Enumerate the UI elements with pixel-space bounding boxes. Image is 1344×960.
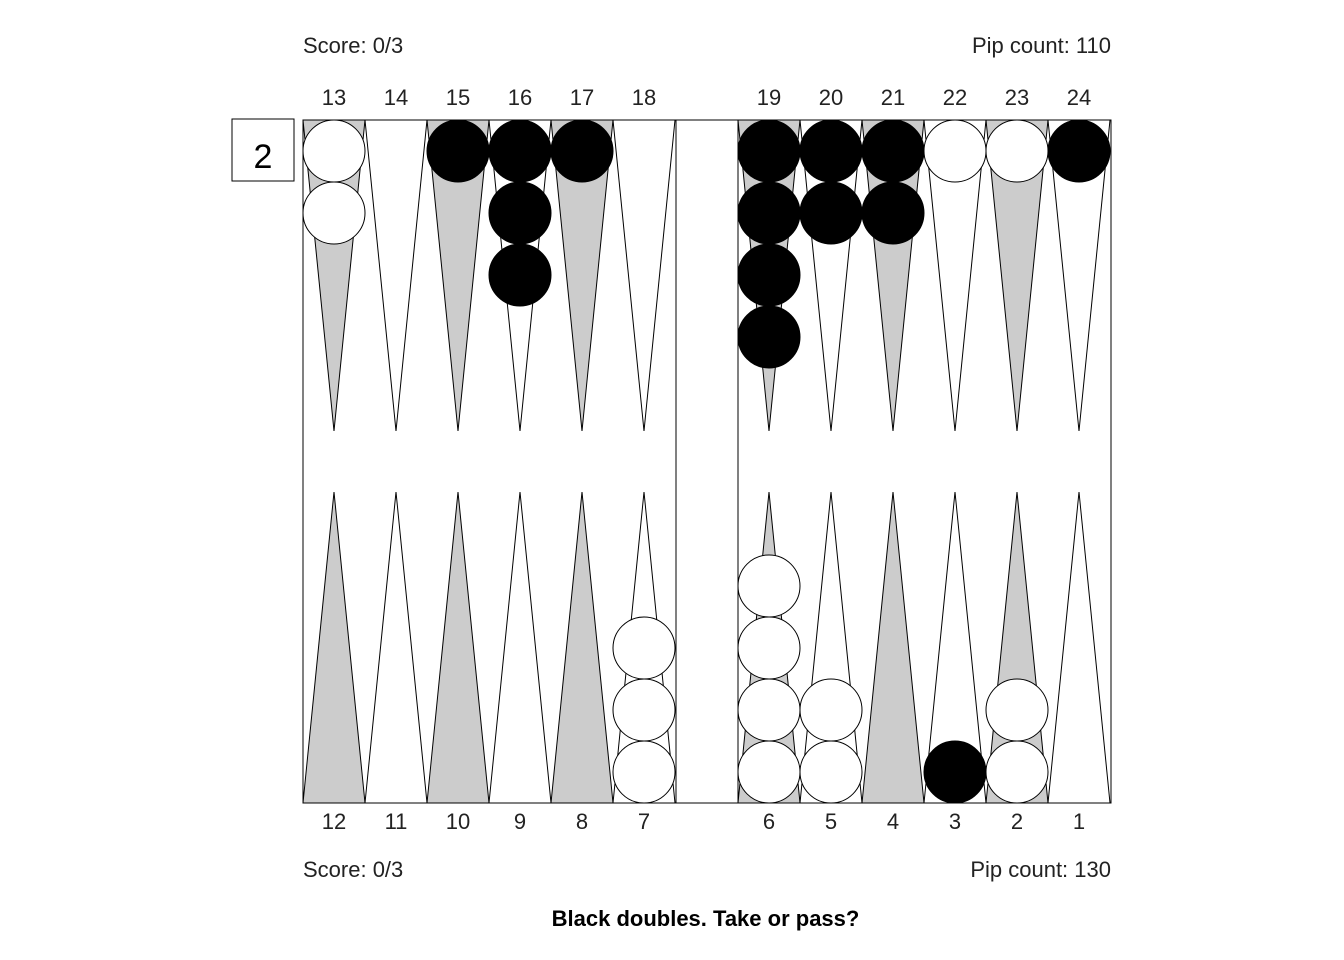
white-checker[interactable]	[799, 740, 863, 804]
black-checker[interactable]	[488, 119, 552, 183]
bottom-score: Score: 0/3	[303, 857, 404, 882]
black-checker[interactable]	[550, 119, 614, 183]
bar[interactable]	[675, 119, 739, 804]
white-checker[interactable]	[612, 740, 676, 804]
white-checker[interactable]	[737, 616, 801, 680]
point-14[interactable]	[364, 119, 428, 432]
point-number-9: 9	[514, 809, 526, 834]
point-number-16: 16	[508, 85, 532, 110]
white-checker[interactable]	[302, 119, 366, 183]
point-12[interactable]	[302, 491, 366, 804]
point-number-3: 3	[949, 809, 961, 834]
point-number-19: 19	[757, 85, 781, 110]
point-number-7: 7	[638, 809, 650, 834]
point-4[interactable]	[861, 491, 925, 804]
point-10[interactable]	[426, 491, 490, 804]
point-number-10: 10	[446, 809, 470, 834]
doubling-cube-box[interactable]	[231, 118, 295, 182]
white-checker[interactable]	[737, 554, 801, 618]
point-number-18: 18	[632, 85, 656, 110]
point-number-5: 5	[825, 809, 837, 834]
white-checker[interactable]	[737, 678, 801, 742]
black-checker[interactable]	[737, 181, 801, 245]
white-checker[interactable]	[799, 678, 863, 742]
point-number-24: 24	[1067, 85, 1091, 110]
question-text: Black doubles. Take or pass?	[551, 906, 860, 931]
point-number-6: 6	[763, 809, 775, 834]
point-8[interactable]	[550, 491, 614, 804]
point-number-20: 20	[819, 85, 843, 110]
point-1[interactable]	[1047, 491, 1111, 804]
black-checker[interactable]	[1047, 119, 1111, 183]
point-number-4: 4	[887, 809, 899, 834]
point-number-11: 11	[385, 809, 408, 834]
white-checker[interactable]	[923, 119, 987, 183]
white-checker[interactable]	[985, 119, 1049, 183]
black-checker[interactable]	[737, 305, 801, 369]
white-checker[interactable]	[737, 740, 801, 804]
white-checker[interactable]	[985, 740, 1049, 804]
point-number-13: 13	[322, 85, 346, 110]
point-number-22: 22	[943, 85, 967, 110]
black-checker[interactable]	[861, 181, 925, 245]
top-pip-count: Pip count: 110	[971, 33, 1111, 58]
point-number-15: 15	[446, 85, 470, 110]
point-number-17: 17	[570, 85, 594, 110]
white-checker[interactable]	[302, 181, 366, 245]
point-number-1: 1	[1073, 809, 1085, 834]
point-18[interactable]	[612, 119, 676, 432]
black-checker[interactable]	[799, 119, 863, 183]
black-checker[interactable]	[861, 119, 925, 183]
top-score: Score: 0/3	[303, 33, 404, 58]
point-number-2: 2	[1011, 809, 1023, 834]
doubling-cube[interactable]: 2	[231, 118, 295, 182]
white-checker[interactable]	[985, 678, 1049, 742]
black-checker[interactable]	[488, 243, 552, 307]
point-number-14: 14	[384, 85, 408, 110]
doubling-cube-value: 2	[254, 138, 273, 176]
black-checker[interactable]	[737, 243, 801, 307]
point-number-23: 23	[1005, 85, 1029, 110]
point-number-21: 21	[881, 85, 905, 110]
black-checker[interactable]	[488, 181, 552, 245]
point-9[interactable]	[488, 491, 552, 804]
checkers	[302, 119, 1111, 804]
black-checker[interactable]	[923, 740, 987, 804]
bottom-pip-count: Pip count: 130	[970, 857, 1111, 882]
point-11[interactable]	[364, 491, 428, 804]
white-checker[interactable]	[612, 616, 676, 680]
black-checker[interactable]	[426, 119, 490, 183]
point-number-12: 12	[322, 809, 346, 834]
point-number-8: 8	[576, 809, 588, 834]
black-checker[interactable]	[737, 119, 801, 183]
white-checker[interactable]	[612, 678, 676, 742]
black-checker[interactable]	[799, 181, 863, 245]
